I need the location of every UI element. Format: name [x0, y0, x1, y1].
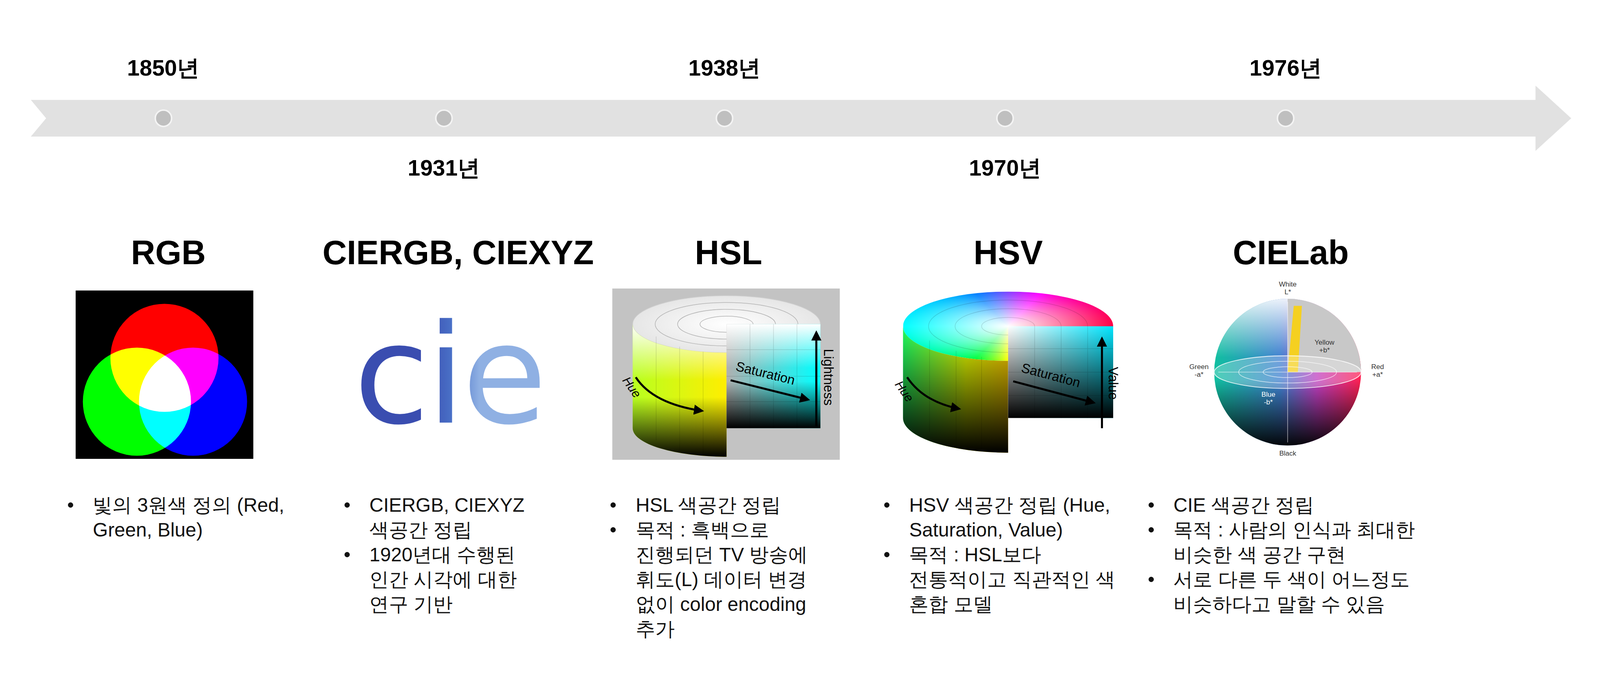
model-title: CIELab	[1232, 233, 1349, 273]
bullet-text: 목적 : 사람의 인식과 최대한 비슷한 색 공간 구현	[1173, 517, 1435, 568]
year-label: 1970년	[968, 155, 1042, 181]
blue-circle	[139, 347, 248, 456]
bullet-dot	[344, 552, 350, 558]
bullet-dot	[610, 502, 616, 508]
saturation-arrow	[1013, 381, 1094, 404]
axis-label: Yellow +b*	[1314, 339, 1335, 355]
bullet-text: CIE 색공간 정립	[1173, 492, 1435, 518]
lab-axis	[1218, 301, 1357, 443]
timeline-dot	[435, 110, 453, 127]
bullet-text: HSL 색공간 정립	[635, 492, 832, 518]
year-label: 1850년	[127, 55, 200, 81]
hsl-grid	[656, 324, 821, 457]
axis-label: Lightness	[821, 349, 837, 407]
axis-label: Red +a*	[1371, 363, 1384, 380]
bullet-text: 빛의 3원색 정의 (Red, Green, Blue)	[92, 492, 287, 543]
axis-label: Saturation	[734, 358, 797, 389]
bullet-text: 목적 : 흑백으로 진행되던 TV 방송에 휘도(L) 데이터 변경 없이 co…	[635, 517, 832, 642]
hsv-grid	[929, 326, 1114, 450]
bullet-text: 목적 : HSL보다 전통적이고 직관적인 색 혼합 모델	[908, 542, 1140, 617]
axis-label: Value	[1105, 367, 1121, 401]
bullet-text: 1920년대 수행된 인간 시각에 대한 연구 기반	[369, 542, 556, 617]
hue-arrow	[635, 377, 702, 412]
bullet-dot	[610, 527, 616, 533]
bullet-dot	[884, 552, 890, 558]
bullet-text: HSV 색공간 정립 (Hue, Saturation, Value)	[908, 492, 1140, 543]
timeline-arrow	[30, 85, 1572, 152]
cie-logo: cie	[353, 306, 545, 445]
year-label: 1938년	[688, 55, 761, 81]
bullet-dot	[344, 502, 350, 508]
bullet-dot	[1148, 502, 1154, 508]
timeline-dot	[996, 110, 1014, 127]
rgb-base	[75, 290, 253, 460]
axis-label: Saturation	[1020, 360, 1083, 391]
axis-label: Black	[1279, 450, 1297, 459]
bullet-dot	[1148, 577, 1154, 583]
rgb-background	[75, 290, 253, 460]
timeline-dot	[1277, 110, 1294, 127]
timeline-dot	[155, 110, 172, 127]
hsl-background	[612, 288, 840, 460]
model-title: CIERGB, CIEXYZ	[322, 233, 594, 273]
value-arrow	[1100, 338, 1103, 429]
year-label: 1931년	[407, 155, 480, 181]
axis-label: White L*	[1278, 281, 1297, 297]
model-title: HSL	[695, 233, 763, 273]
bullet-text: 서로 다른 두 색이 어느정도 비슷하다고 말할 수 있음	[1173, 567, 1435, 617]
axis-label: Hue	[619, 374, 644, 402]
hue-arrow	[906, 377, 960, 410]
bullet-dot	[67, 502, 74, 508]
hsv-exterior	[902, 326, 1008, 454]
axis-label: Blue -b*	[1261, 391, 1276, 407]
axis-label: Green -a*	[1189, 363, 1209, 380]
bullet-dot	[884, 502, 890, 508]
model-title: RGB	[130, 233, 206, 273]
lab-sphere	[1214, 298, 1361, 446]
bullet-dot	[1148, 527, 1154, 533]
lab-sphere-shade	[1214, 298, 1361, 446]
model-title: HSV	[973, 233, 1043, 273]
timeline-dot	[716, 110, 733, 127]
axis-label: Hue	[891, 378, 917, 406]
rgb-circles	[75, 290, 253, 460]
year-label: 1976년	[1249, 55, 1322, 81]
hsv-exterior-shade	[902, 326, 1008, 454]
saturation-arrow	[730, 380, 809, 401]
bullet-text: CIERGB, CIEXYZ 색공간 정립	[369, 492, 556, 543]
lightness-arrow	[815, 332, 818, 427]
